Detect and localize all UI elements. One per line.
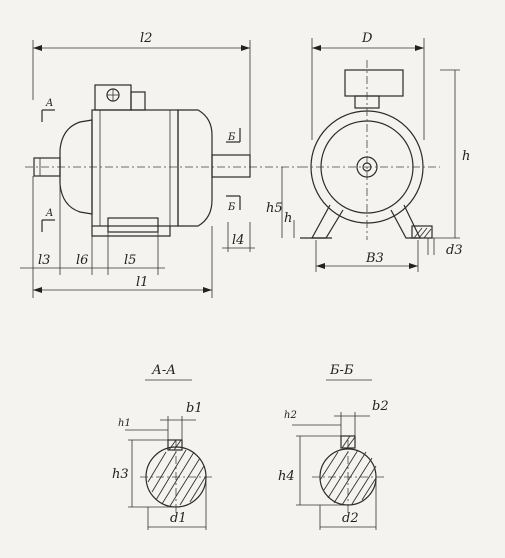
label-h3: h3 — [112, 467, 129, 482]
label-l6: l6 — [76, 253, 88, 268]
section-bb-title: Б-Б — [329, 363, 354, 378]
label-d1: d1 — [170, 511, 187, 526]
label-section-b-top: Б — [227, 132, 236, 143]
label-d3: d3 — [446, 243, 463, 258]
label-h5: h5 — [266, 201, 283, 216]
label-d2: d2 — [342, 511, 359, 526]
section-bb — [292, 379, 384, 530]
side-view — [20, 40, 300, 298]
label-B3: B3 — [365, 251, 384, 266]
label-h1: h1 — [118, 418, 131, 429]
label-h2: h2 — [284, 410, 297, 421]
label-section-a-bottom: A — [45, 208, 53, 219]
label-l5: l5 — [124, 253, 136, 268]
label-l1: l1 — [136, 275, 148, 290]
label-l4: l4 — [232, 233, 244, 248]
section-aa — [125, 379, 212, 530]
label-b1: b1 — [186, 401, 203, 416]
label-h4: h4 — [278, 469, 295, 484]
label-l3: l3 — [38, 253, 50, 268]
label-section-b-bottom: Б — [227, 202, 236, 213]
label-section-a-top: A — [45, 98, 53, 109]
label-h: h — [284, 211, 292, 226]
label-H: h — [462, 149, 470, 164]
label-D: D — [361, 31, 373, 46]
label-l2: l2 — [140, 31, 152, 46]
front-view — [281, 38, 460, 272]
label-b2: b2 — [372, 399, 389, 414]
section-aa-title: А-А — [151, 363, 176, 378]
